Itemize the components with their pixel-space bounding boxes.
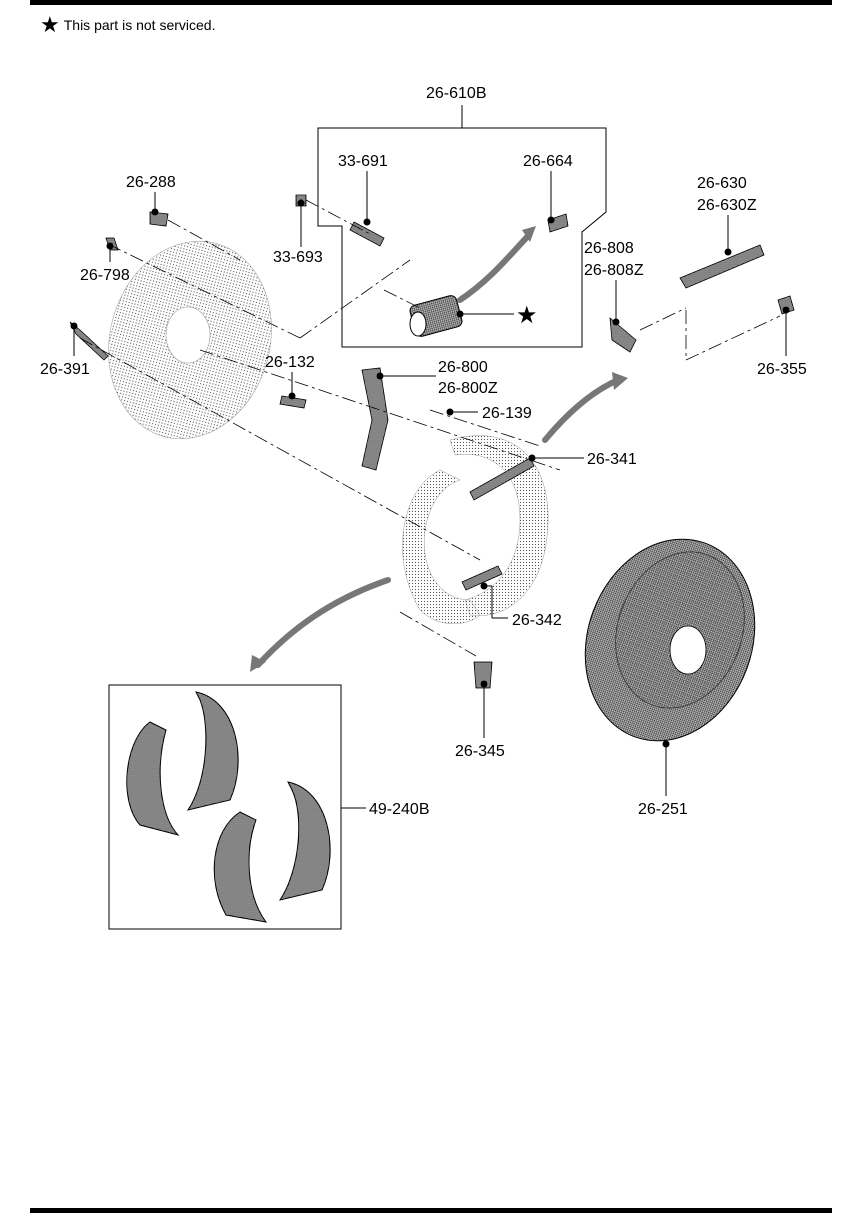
star-icon: ★ xyxy=(40,12,60,37)
label-26-664: 26-664 xyxy=(523,153,573,170)
not-serviced-star-icon: ★ xyxy=(516,302,538,329)
assembly-lines xyxy=(79,199,781,657)
label-26-610B: 26-610B xyxy=(426,85,487,102)
label-26-341: 26-341 xyxy=(587,451,637,468)
label-26-808: 26-808 xyxy=(584,240,634,257)
bottom-border xyxy=(30,1208,832,1213)
backing-plate xyxy=(108,240,272,440)
label-26-391: 26-391 xyxy=(40,361,90,378)
label-49-240B: 49-240B xyxy=(369,801,430,818)
label-26-630: 26-630 xyxy=(697,175,747,192)
wheel-cylinder xyxy=(409,295,463,337)
top-border xyxy=(30,0,832,5)
brake-shoe-kit xyxy=(126,691,331,923)
label-33-693: 33-693 xyxy=(273,249,323,266)
flow-arrowheads xyxy=(250,226,628,672)
label-26-355: 26-355 xyxy=(757,361,807,378)
group-box-26-610B xyxy=(317,127,607,348)
brake-drum xyxy=(584,538,756,742)
label-26-342: 26-342 xyxy=(512,612,562,629)
label-26-132: 26-132 xyxy=(265,354,315,371)
legend-note-text: This part is not serviced. xyxy=(63,17,216,33)
label-26-139: 26-139 xyxy=(482,405,532,422)
label-26-630Z: 26-630Z xyxy=(697,197,757,214)
shoe-assembly xyxy=(402,435,549,624)
label-33-691: 33-691 xyxy=(338,153,388,170)
group-box-49-240B xyxy=(108,684,342,930)
flow-arrows xyxy=(255,233,621,668)
leader-lines xyxy=(70,171,790,809)
legend-note: ★ This part is not serviced. xyxy=(40,12,216,37)
label-26-800Z: 26-800Z xyxy=(438,380,498,397)
label-26-288: 26-288 xyxy=(126,174,176,191)
label-26-808Z: 26-808Z xyxy=(584,262,644,279)
label-26-798: 26-798 xyxy=(80,267,130,284)
label-26-251: 26-251 xyxy=(638,801,688,818)
label-26-345: 26-345 xyxy=(455,743,505,760)
part-labels: 26-610B 33-691 26-664 26-288 33-693 26-6… xyxy=(40,85,807,818)
label-26-800: 26-800 xyxy=(438,359,488,376)
